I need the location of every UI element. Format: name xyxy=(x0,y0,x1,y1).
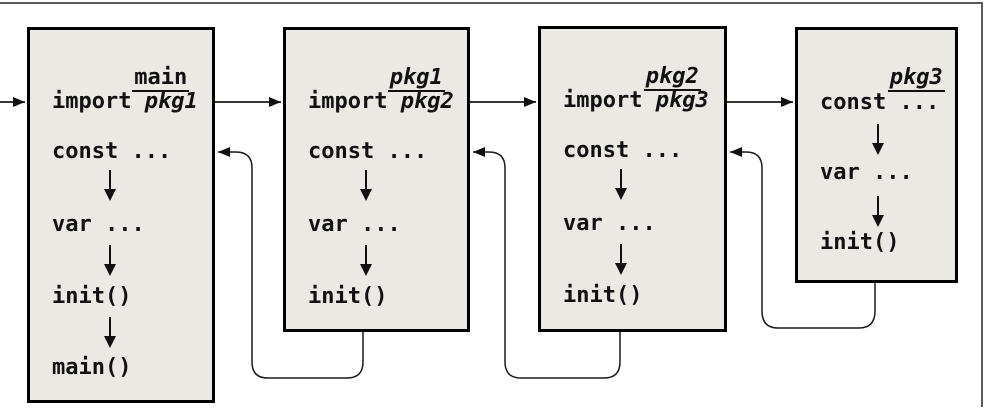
code-text: init() xyxy=(308,284,388,309)
package-box-pkg1: pkg1 import pkg2 const ... var ... init() xyxy=(283,27,470,332)
code-text: main() xyxy=(52,355,132,380)
code-text: import xyxy=(52,89,145,114)
package-box-main: main import pkg1 const ... var ... init() ma… xyxy=(27,27,215,403)
code-text: var ... xyxy=(52,212,145,237)
code-line: const ... xyxy=(52,136,171,168)
code-line: main() xyxy=(52,352,131,384)
code-line: import pkg2 xyxy=(308,86,454,118)
code-line: var ... xyxy=(308,209,401,241)
code-text: const ... xyxy=(820,90,940,115)
code-line: init() xyxy=(820,227,899,259)
code-line: const ... xyxy=(563,135,682,167)
code-line: var ... xyxy=(52,209,145,241)
code-line: const ... xyxy=(308,136,427,168)
code-line: init() xyxy=(52,281,131,313)
code-text: init() xyxy=(52,284,132,309)
code-line: import pkg1 xyxy=(52,86,198,118)
package-box-pkg3: pkg3 const ... var ... init() xyxy=(795,27,958,283)
code-text: import xyxy=(308,89,401,114)
package-title-pkg3: pkg3 xyxy=(887,65,945,92)
code-text: var ... xyxy=(308,212,401,237)
package-name-emphasis: pkg2 xyxy=(400,89,454,114)
package-name-emphasis: pkg1 xyxy=(144,89,198,114)
code-text: const ... xyxy=(52,139,172,164)
code-line: var ... xyxy=(820,157,913,189)
code-line: const ... xyxy=(820,87,939,119)
package-name-emphasis: pkg3 xyxy=(655,88,709,113)
code-text: var ... xyxy=(820,160,913,185)
code-line: import pkg3 xyxy=(563,85,709,117)
code-text: var ... xyxy=(563,211,656,236)
code-line: var ... xyxy=(563,208,656,240)
package-title-pkg2: pkg2 xyxy=(643,64,701,91)
code-text: const ... xyxy=(308,139,428,164)
code-text: import xyxy=(563,88,656,113)
code-text: const ... xyxy=(563,138,683,163)
code-text: init() xyxy=(563,283,643,308)
package-box-pkg2: pkg2 import pkg3 const ... var ... init() xyxy=(538,26,727,332)
code-line: init() xyxy=(563,280,642,312)
package-title-pkg1: pkg1 xyxy=(387,65,445,92)
code-line: init() xyxy=(308,281,387,313)
package-title-main: main xyxy=(132,65,190,92)
code-text: init() xyxy=(820,230,900,255)
